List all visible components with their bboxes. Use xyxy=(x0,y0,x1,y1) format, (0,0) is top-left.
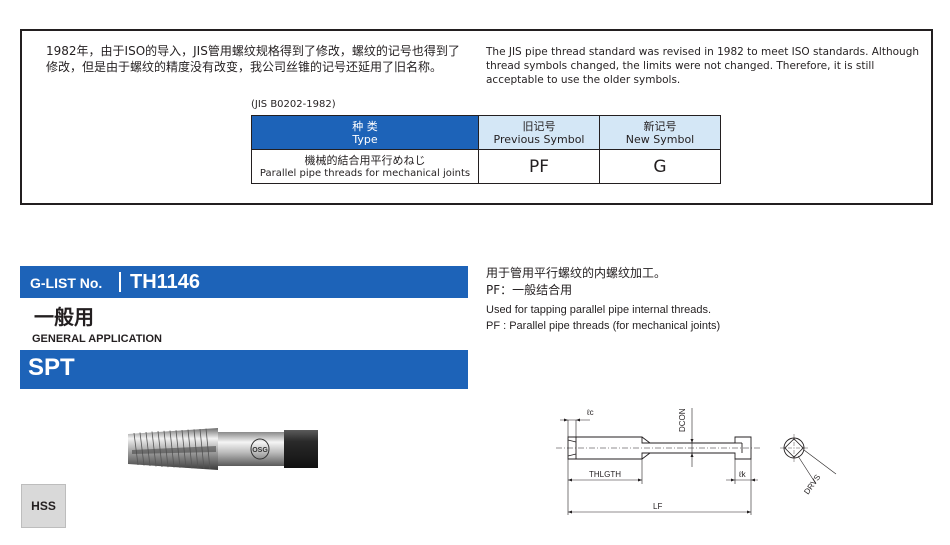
dimension-arrows xyxy=(564,418,755,514)
header-type: 种 类 Type xyxy=(251,115,479,150)
label-thlgth: THLGTH xyxy=(589,470,621,479)
application-title-en: GENERAL APPLICATION xyxy=(32,333,162,345)
header-new-symbol: 新记号 New Symbol xyxy=(599,115,721,150)
header-previous-symbol: 旧记号 Previous Symbol xyxy=(478,115,600,150)
description-en-line2: PF : Parallel pipe threads (for mechanic… xyxy=(486,320,721,332)
symbol-table: 种 类 Type 旧记号 Previous Symbol 新记号 New Sym… xyxy=(251,115,721,184)
osg-logo-icon: OSG xyxy=(250,438,270,460)
application-band: 一般用 GENERAL APPLICATION xyxy=(20,298,468,350)
application-title-cn: 一般用 xyxy=(34,305,94,329)
label-drvs: DRVS xyxy=(802,473,822,496)
tap-tool-image: OSG xyxy=(128,428,318,470)
product-description: 用于管用平行螺纹的内螺纹加工。 PF：一般结合用 Used for tappin… xyxy=(486,265,926,334)
notice-text-cn: 1982年，由于ISO的导入，JIS管用螺纹规格得到了修改，螺纹的记号也得到了修… xyxy=(46,44,460,74)
description-en-line1: Used for tapping parallel pipe internal … xyxy=(486,304,712,316)
material-badge: HSS xyxy=(21,484,66,528)
label-lf: LF xyxy=(653,502,662,511)
glist-separator xyxy=(119,272,121,292)
label-lk: ℓk xyxy=(738,470,747,479)
glist-code: TH1146 xyxy=(130,271,201,293)
notice-text-en: The JIS pipe thread standard was revised… xyxy=(486,46,920,86)
series-name: SPT xyxy=(28,354,75,381)
glist-label: G-LIST No. xyxy=(30,275,103,291)
notice-box: 1982年，由于ISO的导入，JIS管用螺纹规格得到了修改，螺纹的记号也得到了修… xyxy=(20,29,933,205)
cell-type: 機械的結合用平行めねじ Parallel pipe threads for me… xyxy=(251,149,479,184)
cell-new-symbol: G xyxy=(599,149,721,184)
square-drive-section xyxy=(284,430,318,468)
drive-square-end-view xyxy=(780,434,837,485)
product-header: G-LIST No. TH1146 一般用 GENERAL APPLICATIO… xyxy=(20,266,468,389)
dimension-lines xyxy=(560,408,758,515)
svg-text:OSG: OSG xyxy=(252,447,268,454)
material-badge-label: HSS xyxy=(31,499,56,513)
description-cn-line1: 用于管用平行螺纹的内螺纹加工。 xyxy=(486,266,667,280)
cell-previous-symbol: PF xyxy=(478,149,600,184)
glist-bar: G-LIST No. TH1146 xyxy=(20,266,468,298)
label-lc: ℓc xyxy=(586,408,594,417)
label-dcon: DCON xyxy=(678,408,687,432)
flute xyxy=(132,446,216,454)
dimension-drawing: ℓc DCON THLGTH ℓk LF DRVS xyxy=(556,408,837,515)
description-cn-line2: PF：一般结合用 xyxy=(486,283,573,297)
standard-reference: (JIS B0202-1982) xyxy=(251,99,336,110)
